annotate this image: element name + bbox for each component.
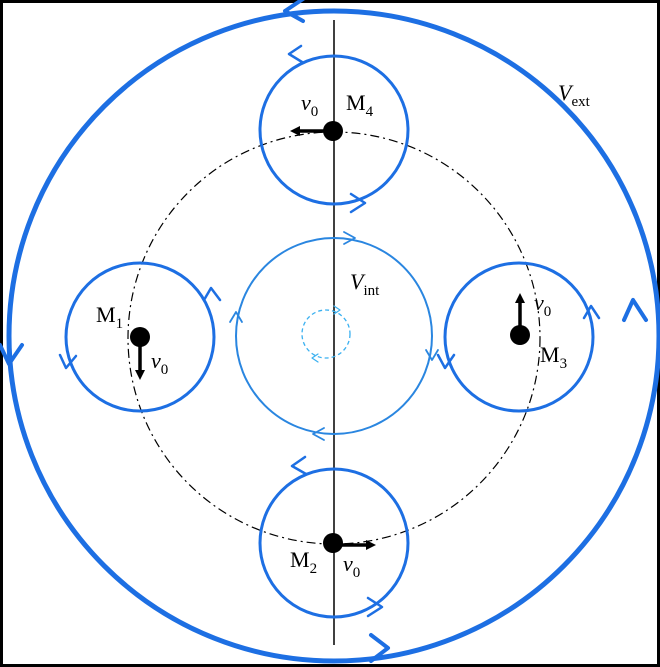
chevron-arrowhead-icon [582, 304, 601, 320]
v-int-label: Vint [350, 269, 380, 299]
vortex-m4-circle [258, 54, 410, 206]
m1-label: M1 [96, 302, 123, 332]
chevron-arrowhead-icon [312, 427, 325, 441]
mass-m3-dot [510, 325, 530, 345]
m2-label: M2 [290, 547, 317, 577]
chevron-arrowhead-icon [366, 596, 384, 618]
chevron-arrowhead-icon [202, 286, 222, 302]
v-ext-label: Vext [558, 80, 591, 110]
chevron-arrowhead-icon [0, 343, 24, 366]
chevron-arrowhead-icon [283, 0, 305, 23]
v0-m4-label: v0 [301, 90, 318, 120]
chevron-arrowhead-icon [333, 305, 341, 315]
chevron-arrowhead-icon [58, 353, 78, 370]
mass-m2-dot [323, 533, 343, 553]
chevron-arrowhead-icon [369, 633, 390, 663]
chevron-arrowhead-icon [290, 455, 308, 476]
outer-vortex-circle [6, 8, 660, 664]
core-vortex-circle [301, 309, 351, 359]
chevron-arrowhead-icon [349, 192, 367, 214]
chevron-arrowhead-icon [622, 298, 648, 322]
chevron-arrowhead-icon [287, 44, 304, 64]
chevron-arrowhead-icon [343, 231, 356, 245]
chevron-arrowhead-icon [425, 349, 439, 361]
m4-label: M4 [346, 90, 374, 120]
m3-label: M3 [540, 342, 567, 372]
v0-m2-label: v0 [343, 551, 360, 581]
v0-m3-label: v0 [534, 290, 551, 320]
vortex-m1-circle [64, 261, 216, 413]
inner-vortex-circle [235, 237, 433, 435]
chevron-arrowhead-icon [311, 353, 319, 363]
v0-m1-label: v0 [151, 348, 168, 378]
chevron-arrowhead-icon [229, 311, 243, 323]
chevron-arrowhead-icon [436, 353, 456, 370]
mass-m4-dot [323, 121, 343, 141]
vortex-m3-circle [443, 261, 595, 413]
mass-m1-dot [130, 327, 150, 347]
vortex-m2-circle [258, 467, 410, 619]
